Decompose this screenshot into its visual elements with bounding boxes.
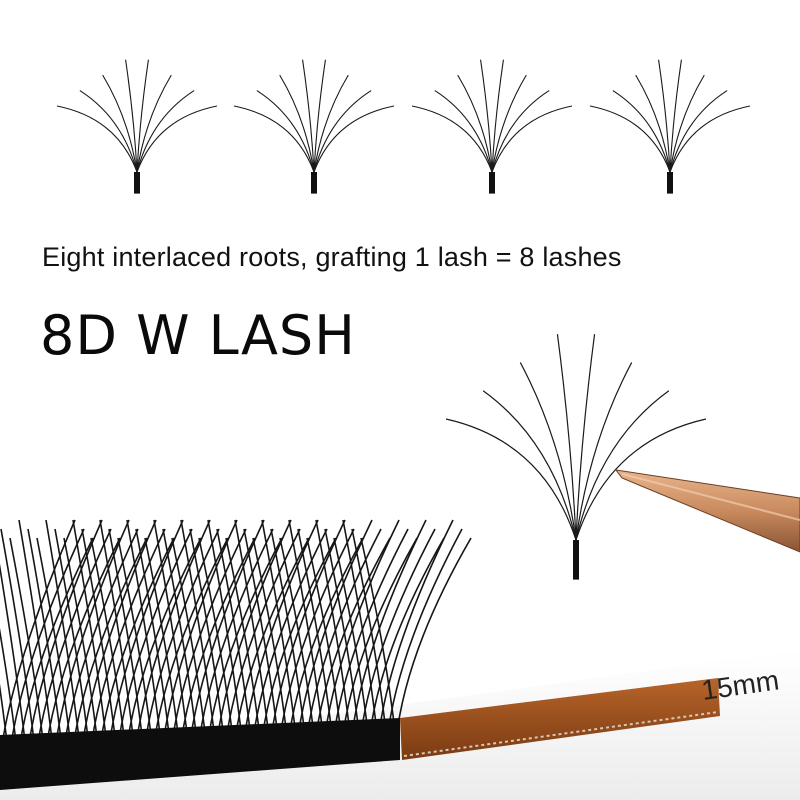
strip-lash-hair [261,519,298,746]
lash-hair [79,90,138,173]
large-lash-fan [445,334,707,580]
strip-lash-hair [395,537,472,741]
lash-hair [575,418,707,541]
lash-hair [658,59,671,173]
lash-hair [482,390,577,541]
lash-fan [233,59,395,194]
strip-lash-hair [377,519,454,742]
lash-hair [491,90,550,173]
lash-hair [313,105,395,173]
strip-lash-hair [270,528,307,745]
strip-band [400,678,720,760]
lash-hair [491,74,527,173]
lash-hair [491,59,504,173]
lash-hair [457,74,493,173]
strip-lash-hair [234,519,271,747]
strip-lash-hair [207,519,244,748]
strip-lash-hair [360,537,397,741]
lash-root [667,172,673,194]
lash-hair [136,74,172,173]
lash-hair [136,105,218,173]
lash-hair [589,105,671,173]
strip-lash-hair [351,528,388,741]
lash-hair [102,74,138,173]
strip-lash-hair [333,537,370,742]
lash-fan [589,59,751,194]
lash-hair [669,59,682,173]
strip-lash-hair [323,519,400,744]
lash-fan [411,59,573,194]
lash-hair [556,334,577,541]
lash-hair [411,105,493,173]
lash-hair [136,90,195,173]
feature-caption: Eight interlaced roots, grafting 1 lash … [42,242,622,272]
strip-band-edge [403,711,719,757]
lash-hair [313,90,372,173]
strip-lash-hair [332,528,409,744]
lash-hair [313,59,326,173]
lash-hair [612,90,671,173]
tweezer [614,469,800,553]
lash-hair [434,90,493,173]
strip-lash-hair [350,519,427,743]
tweezer-highlight [621,473,800,521]
lash-hair [56,105,138,173]
lash-hair [445,418,577,541]
strip-lash-hair [324,528,361,743]
strip-lash-hair [288,519,325,744]
fan-row [56,59,751,194]
strip-lash-hair [306,537,343,743]
lash-root [573,540,579,580]
lash-hair [519,362,577,541]
lash-hair [256,90,315,173]
lash-hair [575,362,633,541]
strip-lash-hair [315,519,352,743]
lash-hair [669,105,751,173]
lash-hair [136,59,149,173]
strip-lash-hair [180,519,217,750]
lash-hair [669,90,728,173]
product-headline: 8D W LASH [40,304,356,367]
lash-hair [313,74,349,173]
lash-hair [669,74,705,173]
lash-fan [445,334,707,580]
lash-hair [125,59,138,173]
lash-fan [56,59,218,194]
lash-root [311,172,317,194]
lash-root [489,172,495,194]
lash-root [134,172,140,194]
lash-hair [302,59,315,173]
strip-lash-hair [297,528,334,744]
strip-lash-hair [342,519,379,742]
strip-lash-hair [359,528,436,743]
lash-hair [575,390,670,541]
lash-hair [575,334,596,541]
lash-hair [491,105,573,173]
lash-hair [480,59,493,173]
lash-hair [233,105,315,173]
lash-hair [279,74,315,173]
strip-base-black [0,718,400,790]
lash-hair [635,74,671,173]
strip-lash-hair [386,528,463,741]
